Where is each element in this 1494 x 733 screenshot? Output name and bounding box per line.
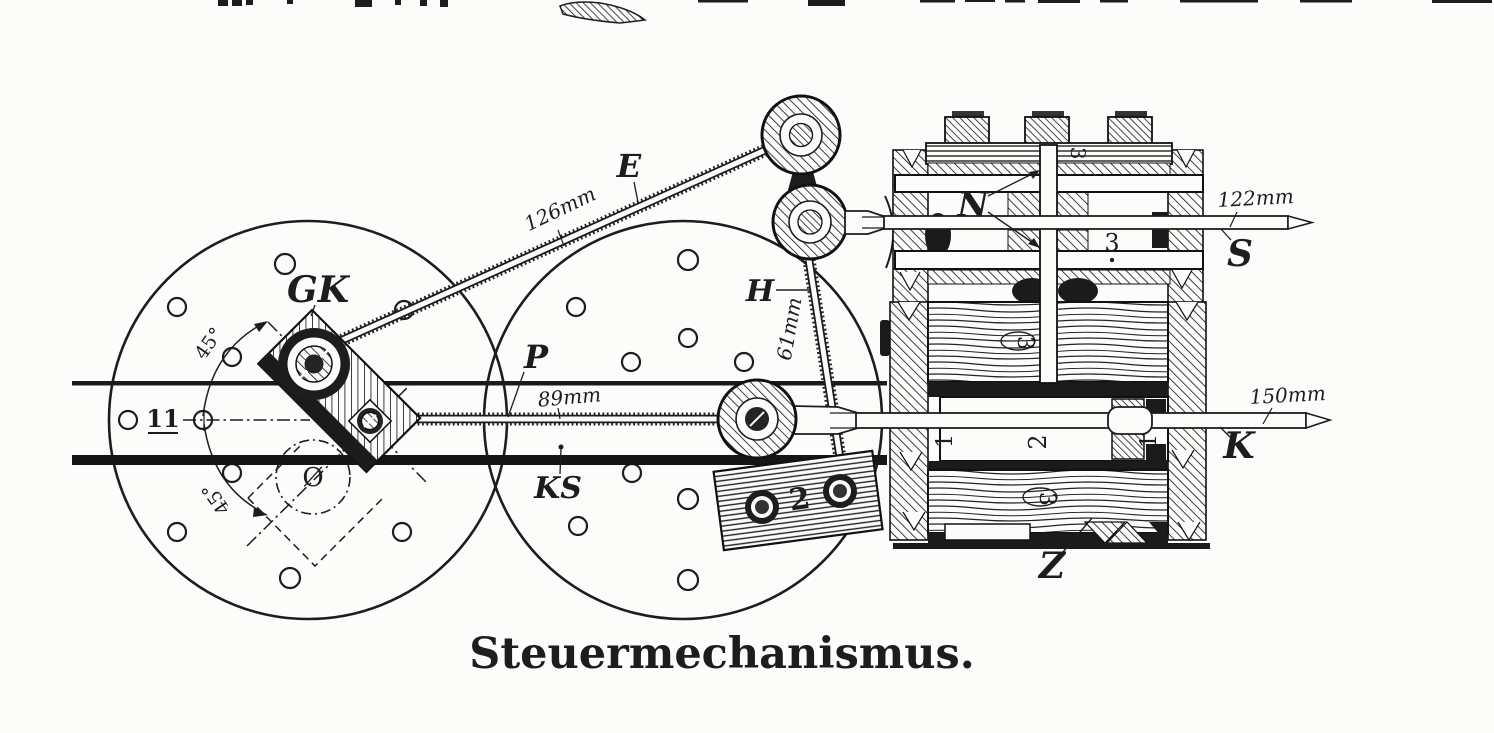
eccentric-disc-bottom <box>771 183 849 261</box>
guide-rail-top <box>72 381 887 386</box>
piston-rod-right-label: K <box>1222 425 1256 467</box>
angle-arc-upper <box>202 323 263 417</box>
cylinder-baseline <box>893 543 1210 549</box>
axle-mark-label: 11 <box>146 404 179 433</box>
arrowhead-lower <box>253 507 268 517</box>
link-rod-dim: 61mm <box>772 295 807 362</box>
wood-upper-number: 3 <box>1012 336 1037 350</box>
valve-chest-number: 3 <box>1104 229 1119 257</box>
angle-arc-lower <box>203 423 263 513</box>
eccentric-disc-top <box>760 94 842 176</box>
valve-rod <box>883 214 1316 231</box>
eccentric-rod <box>335 142 773 348</box>
return-crank-label: GK <box>287 269 351 311</box>
phantom-crank-outline <box>247 445 383 568</box>
link-block-number: 2 <box>787 481 813 519</box>
figure-caption: Steuermechanismus. <box>469 629 974 679</box>
diameter-symbol: Ø <box>302 463 323 493</box>
chest-cover-number: 3 <box>1066 146 1090 160</box>
arrowhead-upper <box>254 321 268 332</box>
cylinder-number-left: 1 <box>933 434 958 448</box>
link-rod-label: H <box>745 274 776 309</box>
valve-ports-label: N <box>956 185 990 225</box>
return-crank-leader <box>310 304 316 317</box>
valve-spindle <box>1039 144 1058 384</box>
cylinder-number-middle: 2 <box>1024 434 1052 449</box>
link-block <box>712 449 884 552</box>
return-crank <box>256 308 422 474</box>
piston-rod-fork <box>792 405 859 435</box>
cylinder-label: Z <box>1037 545 1067 587</box>
guide-rail-bottom <box>72 455 887 465</box>
page-crop-fragments <box>218 0 1492 24</box>
crosshead-pin <box>716 378 798 460</box>
piston-rod-dim: 150mm <box>1249 381 1326 409</box>
wood-lower-number: 3 <box>1034 492 1059 506</box>
connecting-rod-dim: 89mm <box>537 382 602 411</box>
valve-rod-fork <box>844 210 887 235</box>
valve-rod-dim: 122mm <box>1217 184 1294 212</box>
chest-bolts <box>944 111 1153 145</box>
connecting-rod-label: P <box>523 338 549 376</box>
cylinder-tab <box>880 320 890 356</box>
cylinder-number-right: 1 <box>1137 434 1162 448</box>
piston-rod <box>855 406 1333 435</box>
phantom-crankpin-circle <box>275 439 351 515</box>
piston-rod-left-label: KS <box>533 471 582 506</box>
valve-rod-label: S <box>1227 233 1253 275</box>
eccentric-rod-label: E <box>616 147 642 185</box>
